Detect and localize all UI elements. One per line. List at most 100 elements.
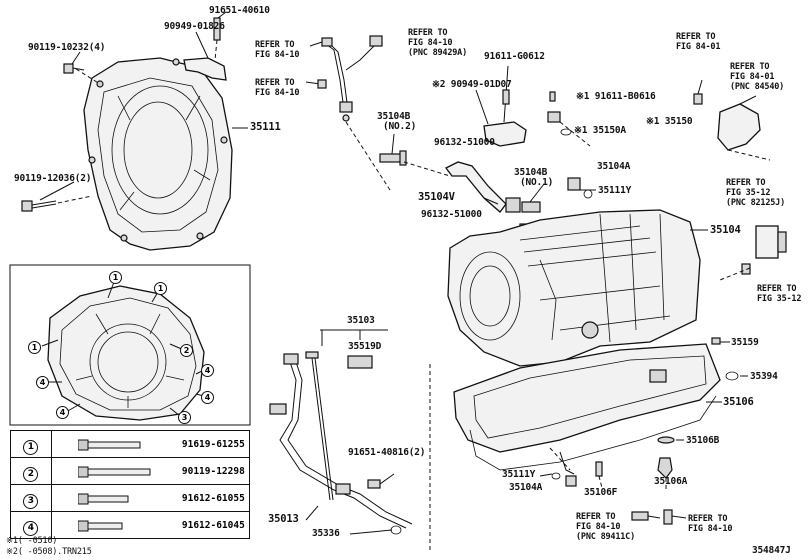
label-96132-51000-a: 96132-51000 <box>434 137 495 148</box>
refer-line: REFER TO <box>757 284 797 294</box>
label-35106B: 35106B <box>686 435 720 446</box>
row-number-cell: 2 <box>10 457 52 485</box>
inset-callout: 1 <box>28 341 41 354</box>
refer-line: REFER TO <box>255 78 295 88</box>
part-variant: (NO.1) <box>520 177 554 188</box>
row-part-cell: 90119-12298 <box>50 457 251 485</box>
bracket-89411C <box>631 511 661 521</box>
label-35111: 35111 <box>250 121 281 133</box>
bracket-90949-01826 <box>183 17 227 81</box>
part-number: 35104B <box>377 111 411 122</box>
label-91651-40610: 91651-40610 <box>209 5 270 16</box>
label-90949-01D07: ※2 90949-01D07 <box>432 79 512 90</box>
inset-callout: 4 <box>201 391 214 404</box>
row-number-cell: 1 <box>10 430 52 458</box>
label-35150A: ※1 35150A <box>574 125 626 136</box>
refer-fig: FIG 84-10 <box>255 50 300 60</box>
inset-bell-housing <box>47 285 205 421</box>
refer-fig: FIG 84-10 <box>255 88 300 98</box>
diagram-id: 354847J <box>752 545 791 556</box>
label-35106A: 35106A <box>654 476 688 487</box>
label-91611-B0616: ※1 91611-B0616 <box>576 91 656 102</box>
dipstick-tube-35013 <box>269 353 413 529</box>
refer-fig: FIG 84-10 <box>688 524 733 534</box>
row-part-number: 91619-61255 <box>181 439 245 450</box>
table-row: 2 90119-12298 <box>10 457 251 485</box>
inset-callout: 3 <box>178 411 191 424</box>
footnote-mark: ※1 <box>6 536 18 546</box>
label-35106: 35106 <box>723 396 754 408</box>
footnote-text: ( -0510) <box>17 536 58 546</box>
refer-pnc: (PNC 84540) <box>730 82 785 92</box>
row-part-cell: 91612-61045 <box>50 511 251 539</box>
label-90119-10232: 90119-10232(4) <box>28 42 106 53</box>
bolt-table: 1 91619-61255 2 90119-12298 3 91612-6105… <box>10 430 251 539</box>
refer-pnc: (PNC 89429A) <box>408 48 468 58</box>
label-35013: 35013 <box>268 513 299 525</box>
refer-pnc: (PNC 89411C) <box>576 532 636 542</box>
refer-fig: FIG 35-12 <box>726 188 771 198</box>
refer-fig: FIG 84-10 <box>576 522 621 532</box>
label-35104: 35104 <box>710 224 741 236</box>
label-91611-G0612: 91611-G0612 <box>484 51 545 62</box>
label-90119-12036: 90119-12036(2) <box>14 173 92 184</box>
oil-pan-35106 <box>453 343 721 471</box>
refer-fig: FIG 84-01 <box>730 72 775 82</box>
row-part-cell: 91612-61055 <box>50 484 251 512</box>
long-bolt-icon <box>77 439 141 451</box>
label-35150: ※1 35150 <box>646 116 693 127</box>
label-35394: 35394 <box>750 371 778 382</box>
inset-callout: 1 <box>109 271 122 284</box>
footnote-2: ※2( -0508).TRN215 <box>6 547 92 557</box>
label-35106F: 35106F <box>584 487 618 498</box>
label-35159: 35159 <box>731 337 759 348</box>
label-35519D: 35519D <box>348 341 382 352</box>
plug-35104A-top <box>567 177 593 199</box>
short-bolt-icon <box>77 520 123 532</box>
footnote-text: ( -0508).TRN215 <box>17 547 92 557</box>
part-variant: (NO.2) <box>383 121 417 132</box>
bell-housing-35111 <box>83 57 233 251</box>
table-row: 1 91619-61255 <box>10 430 251 458</box>
footnote-mark: ※2 <box>6 547 18 557</box>
bolt-90119-12036 <box>21 200 57 212</box>
label-35104B-no2: 35104B(NO.2) <box>377 112 416 132</box>
fitting-35104B-no2 <box>379 150 407 166</box>
row-number-cell: 4 <box>10 511 52 539</box>
label-35103: 35103 <box>347 315 375 326</box>
bolt-icon <box>77 493 129 505</box>
label-91651-40816: 91651-40816(2) <box>348 447 426 458</box>
dipstick-35103 <box>305 351 334 501</box>
refer-line: REFER TO <box>676 32 716 42</box>
row-part-number: 90119-12298 <box>181 466 245 477</box>
refer-line: REFER TO <box>408 28 448 38</box>
label-35111Y-top: 35111Y <box>598 185 632 196</box>
label-35336: 35336 <box>312 528 340 539</box>
table-row: 3 91612-61055 <box>10 484 251 512</box>
inset-callout: 1 <box>154 282 167 295</box>
label-35104A-top: 35104A <box>597 161 631 172</box>
label-35104A-bot: 35104A <box>509 482 543 493</box>
label-35104B-no1: 35104B(NO.1) <box>514 168 553 188</box>
sensor-84540 <box>693 93 761 151</box>
sensor-35150 <box>547 91 572 136</box>
bolt-90119-10232 <box>63 63 85 74</box>
row-part-number: 91612-61045 <box>181 520 245 531</box>
row-part-cell: 91619-61255 <box>50 430 251 458</box>
wire-harness <box>321 35 383 122</box>
refer-line: REFER TO <box>255 40 295 50</box>
transmission-case-35104 <box>447 209 701 367</box>
refer-line: REFER TO <box>726 178 766 188</box>
bracket-bottom-right <box>663 509 687 525</box>
long-bolt-icon <box>77 466 151 478</box>
table-row: 4 91612-61045 <box>10 511 251 539</box>
part-number: 35104B <box>514 167 548 178</box>
